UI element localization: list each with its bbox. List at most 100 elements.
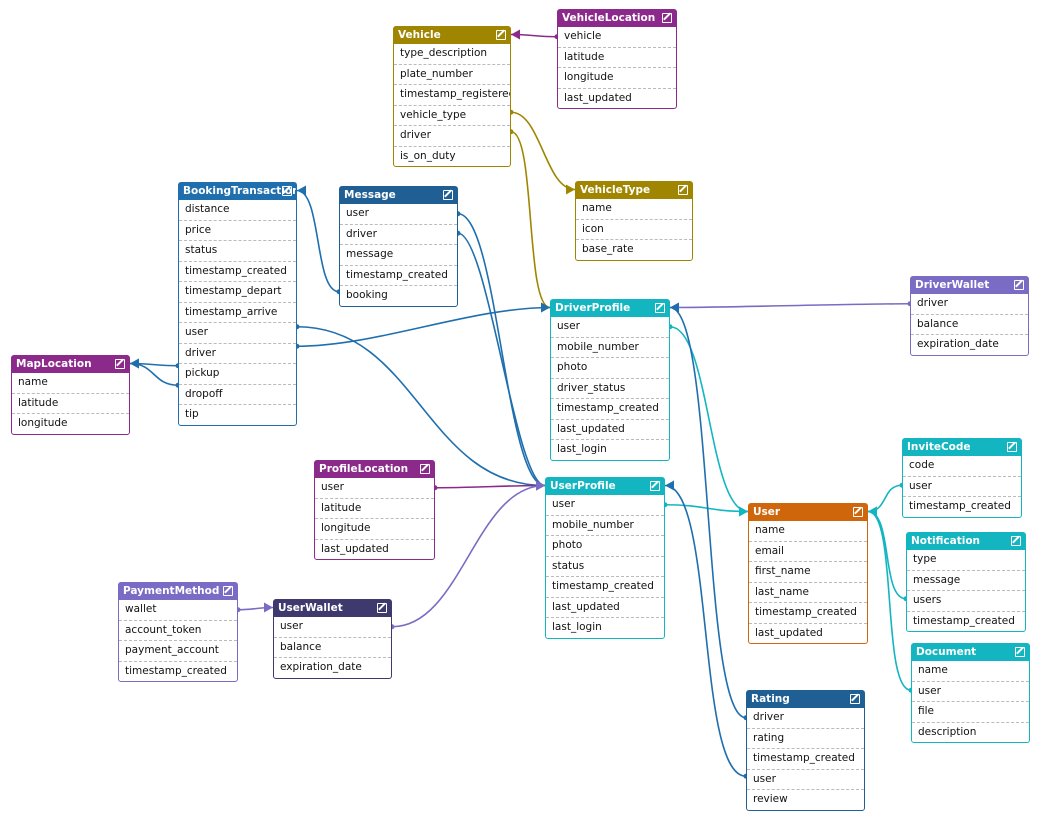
edit-icon[interactable]	[443, 190, 453, 200]
field-last_updated[interactable]: last_updated	[564, 91, 632, 104]
field-driver[interactable]: driver	[747, 708, 864, 729]
field-driver[interactable]: driver	[911, 294, 1028, 315]
field-payment_account[interactable]: payment_account	[119, 641, 237, 662]
field-icon[interactable]: icon	[576, 220, 692, 240]
field-user[interactable]: user	[179, 323, 296, 344]
field-user[interactable]: user	[274, 617, 391, 638]
field-tip[interactable]: tip	[185, 408, 199, 420]
field-timestamp_created[interactable]: timestamp_created	[340, 266, 457, 286]
field-photo[interactable]: photo	[546, 536, 664, 557]
table-title[interactable]: DriverWallet	[911, 277, 1028, 294]
table-title[interactable]: BookingTransaction	[179, 183, 296, 200]
field-last_updated[interactable]: last_updated	[755, 626, 823, 639]
edit-icon[interactable]	[496, 30, 506, 40]
field-booking[interactable]: booking	[346, 289, 388, 301]
field-message[interactable]: message	[907, 571, 1025, 591]
table-title[interactable]: VehicleType	[576, 182, 692, 199]
field-description[interactable]: description	[918, 725, 977, 738]
field-name[interactable]: name	[576, 199, 692, 220]
table-title[interactable]: VehicleLocation	[558, 10, 676, 27]
field-user[interactable]: user	[340, 204, 457, 225]
field-user[interactable]: user	[912, 682, 1029, 702]
edit-icon[interactable]	[1011, 536, 1021, 546]
edit-icon[interactable]	[223, 586, 233, 596]
field-timestamp_created[interactable]: timestamp_created	[551, 399, 669, 420]
field-base_rate[interactable]: base_rate	[582, 243, 634, 255]
field-timestamp_registered[interactable]: timestamp_registered	[394, 85, 510, 106]
field-status[interactable]: status	[546, 557, 664, 577]
field-code[interactable]: code	[903, 456, 1021, 477]
field-latitude[interactable]: latitude	[315, 499, 434, 519]
field-driver[interactable]: driver	[394, 126, 510, 147]
edit-icon[interactable]	[115, 359, 125, 369]
table-title[interactable]: UserWallet	[274, 600, 391, 617]
field-user[interactable]: user	[747, 770, 864, 790]
field-dropoff[interactable]: dropoff	[179, 385, 296, 405]
field-file[interactable]: file	[912, 702, 1029, 723]
table-title[interactable]: DriverProfile	[551, 300, 669, 317]
table-title[interactable]: UserProfile	[546, 478, 664, 495]
table-title[interactable]: MapLocation	[12, 356, 129, 373]
field-timestamp_created[interactable]: timestamp_created	[546, 577, 664, 598]
table-title[interactable]: ProfileLocation	[315, 461, 434, 478]
edit-icon[interactable]	[678, 185, 688, 195]
edit-icon[interactable]	[662, 13, 672, 23]
field-user[interactable]: user	[546, 495, 664, 516]
field-user[interactable]: user	[551, 317, 669, 338]
field-users[interactable]: users	[907, 591, 1025, 612]
table-title[interactable]: Document	[912, 644, 1029, 661]
field-mobile_number[interactable]: mobile_number	[546, 516, 664, 536]
field-last_login[interactable]: last_login	[552, 621, 602, 633]
field-photo[interactable]: photo	[551, 358, 669, 379]
field-last_updated[interactable]: last_updated	[321, 542, 389, 555]
field-timestamp_created[interactable]: timestamp_created	[125, 664, 227, 677]
field-last_updated[interactable]: last_updated	[551, 420, 669, 440]
field-mobile_number[interactable]: mobile_number	[551, 338, 669, 358]
field-expiration_date[interactable]: expiration_date	[280, 661, 362, 673]
table-title[interactable]: PaymentMethod	[119, 583, 237, 600]
field-plate_number[interactable]: plate_number	[394, 65, 510, 85]
field-timestamp_created[interactable]: timestamp_created	[913, 614, 1015, 627]
field-type[interactable]: type	[907, 550, 1025, 571]
field-latitude[interactable]: latitude	[12, 394, 129, 414]
field-is_on_duty[interactable]: is_on_duty	[400, 149, 456, 162]
edit-icon[interactable]	[655, 303, 665, 313]
field-name[interactable]: name	[749, 521, 867, 542]
edit-icon[interactable]	[853, 507, 863, 517]
field-wallet[interactable]: wallet	[119, 600, 237, 621]
field-vehicle[interactable]: vehicle	[558, 27, 676, 48]
table-title[interactable]: Notification	[907, 533, 1025, 550]
table-title[interactable]: InviteCode	[903, 439, 1021, 456]
field-review[interactable]: review	[753, 793, 788, 805]
field-latitude[interactable]: latitude	[558, 48, 676, 68]
edit-icon[interactable]	[282, 186, 292, 196]
field-timestamp_created[interactable]: timestamp_created	[909, 500, 1011, 512]
field-timestamp_created[interactable]: timestamp_created	[749, 603, 867, 624]
field-longitude[interactable]: longitude	[315, 519, 434, 540]
field-balance[interactable]: balance	[274, 638, 391, 658]
field-longitude[interactable]: longitude	[18, 417, 68, 429]
field-email[interactable]: email	[749, 542, 867, 562]
edit-icon[interactable]	[1015, 647, 1025, 657]
field-longitude[interactable]: longitude	[558, 68, 676, 89]
edit-icon[interactable]	[377, 603, 387, 613]
edit-icon[interactable]	[420, 464, 430, 474]
field-expiration_date[interactable]: expiration_date	[917, 338, 999, 350]
field-rating[interactable]: rating	[747, 729, 864, 749]
edit-icon[interactable]	[650, 481, 660, 491]
field-price[interactable]: price	[179, 221, 296, 241]
field-name[interactable]: name	[912, 661, 1029, 682]
field-user[interactable]: user	[903, 477, 1021, 497]
field-vehicle_type[interactable]: vehicle_type	[394, 106, 510, 126]
